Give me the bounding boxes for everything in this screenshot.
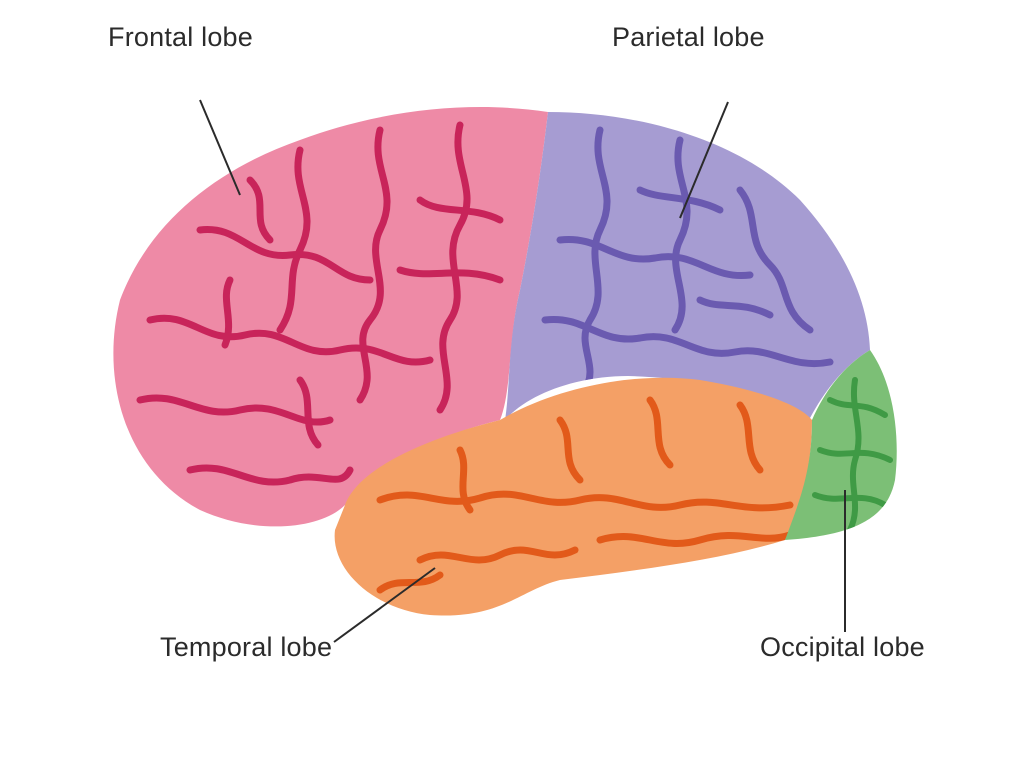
frontal-lobe-region xyxy=(113,107,548,527)
frontal-leader-line xyxy=(199,99,241,196)
frontal-lobe-label: Frontal lobe xyxy=(108,22,253,52)
parietal-lobe-label: Parietal lobe xyxy=(612,22,765,52)
occipital-lobe-folds xyxy=(812,377,893,533)
parietal-lobe-folds xyxy=(541,126,834,394)
temporal-lobe-label: Temporal lobe xyxy=(160,632,333,662)
occipital-lobe-region xyxy=(785,350,897,540)
temporal-leader-line xyxy=(333,567,436,643)
leader-lines xyxy=(199,99,846,643)
frontal-lobe xyxy=(113,107,548,527)
occipital-lobe xyxy=(785,350,897,540)
parietal-lobe-region xyxy=(505,112,870,420)
parietal-leader-line xyxy=(679,101,729,219)
temporal-lobe xyxy=(334,377,812,616)
temporal-lobe-folds xyxy=(376,396,794,594)
parietal-lobe xyxy=(505,112,870,420)
frontal-lobe-folds xyxy=(136,121,504,486)
occipital-lobe-label: Occipital lobe xyxy=(760,632,925,662)
